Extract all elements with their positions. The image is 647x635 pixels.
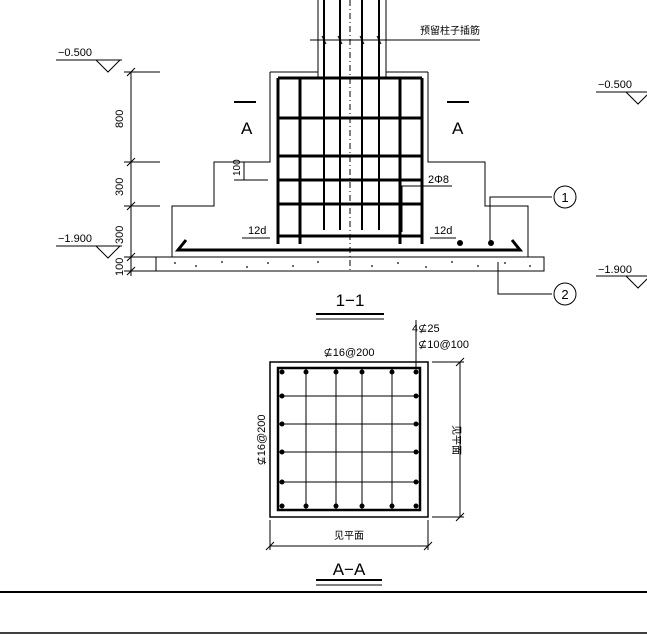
hook-left-label: 12d — [248, 225, 266, 237]
elev-bottom-right: −1.900 — [598, 264, 632, 276]
pad-hatch — [174, 261, 531, 268]
elev-marker-bottom-left — [95, 245, 121, 259]
bar-dot-1 — [457, 240, 463, 246]
side-mesh-label: ⊈16@200 — [256, 415, 268, 466]
bottom-bar — [174, 239, 524, 252]
section-a-bars — [279, 369, 419, 509]
lean-concrete-pad — [155, 256, 545, 272]
callout-1-leader — [489, 196, 552, 244]
corner-bars-label: 4⊈25 — [412, 323, 440, 335]
see-plan-right: 见平面 — [450, 425, 462, 455]
cut-mark-left-label: A — [241, 119, 253, 138]
top-mesh-label: ⊈16@200 — [324, 347, 375, 359]
dim-800: 800 — [114, 110, 126, 128]
callout-2-label: 2 — [561, 287, 568, 302]
section-a-a: 4⊈25 ⊈10@100 ⊈16@200 ⊈16@200 见平面 见平面 A−A — [256, 320, 469, 586]
pedestal-cage — [276, 76, 424, 244]
stirrup-leader — [401, 185, 452, 232]
section-a-a-title: A−A — [333, 560, 366, 579]
dim-step-100: 100 — [232, 159, 243, 176]
elev-bottom-left: −1.900 — [58, 233, 92, 245]
dim-100-bottom: 100 — [114, 258, 126, 276]
elev-top-left: −0.500 — [58, 47, 92, 59]
ties-label: ⊈10@100 — [418, 339, 469, 351]
pedestal-outline-right — [427, 72, 529, 257]
pedestal-outline-left — [171, 72, 271, 257]
callout-1-circle — [553, 185, 577, 209]
stirrup-legs-label: 2Φ8 — [428, 174, 449, 186]
cut-mark-right-label: A — [452, 119, 464, 138]
callout-2-leader — [497, 262, 552, 295]
dim-300-lower: 300 — [114, 226, 126, 244]
elev-marker-top-left — [95, 59, 121, 73]
section-1-1-title: 1−1 — [336, 291, 365, 310]
callout-1-label: 1 — [561, 190, 568, 205]
callout-2-circle — [553, 282, 577, 306]
column-dowels-label: 预留柱子插筋 — [420, 24, 480, 37]
left-dim-chain — [124, 67, 160, 276]
bar-dot-2 — [488, 240, 494, 246]
section-a-outline — [269, 361, 429, 518]
elev-top-right: −0.500 — [598, 79, 632, 91]
see-plan-bottom: 见平面 — [334, 530, 364, 542]
section-1-1: 预留柱子插筋 — [56, 0, 647, 320]
section-a-ties — [276, 366, 422, 512]
elev-marker-top-right — [625, 91, 647, 105]
hook-right-label: 12d — [434, 225, 452, 237]
elev-marker-bottom-right — [625, 275, 647, 289]
dim-300-upper: 300 — [114, 178, 126, 196]
section-a-mesh — [278, 368, 420, 510]
